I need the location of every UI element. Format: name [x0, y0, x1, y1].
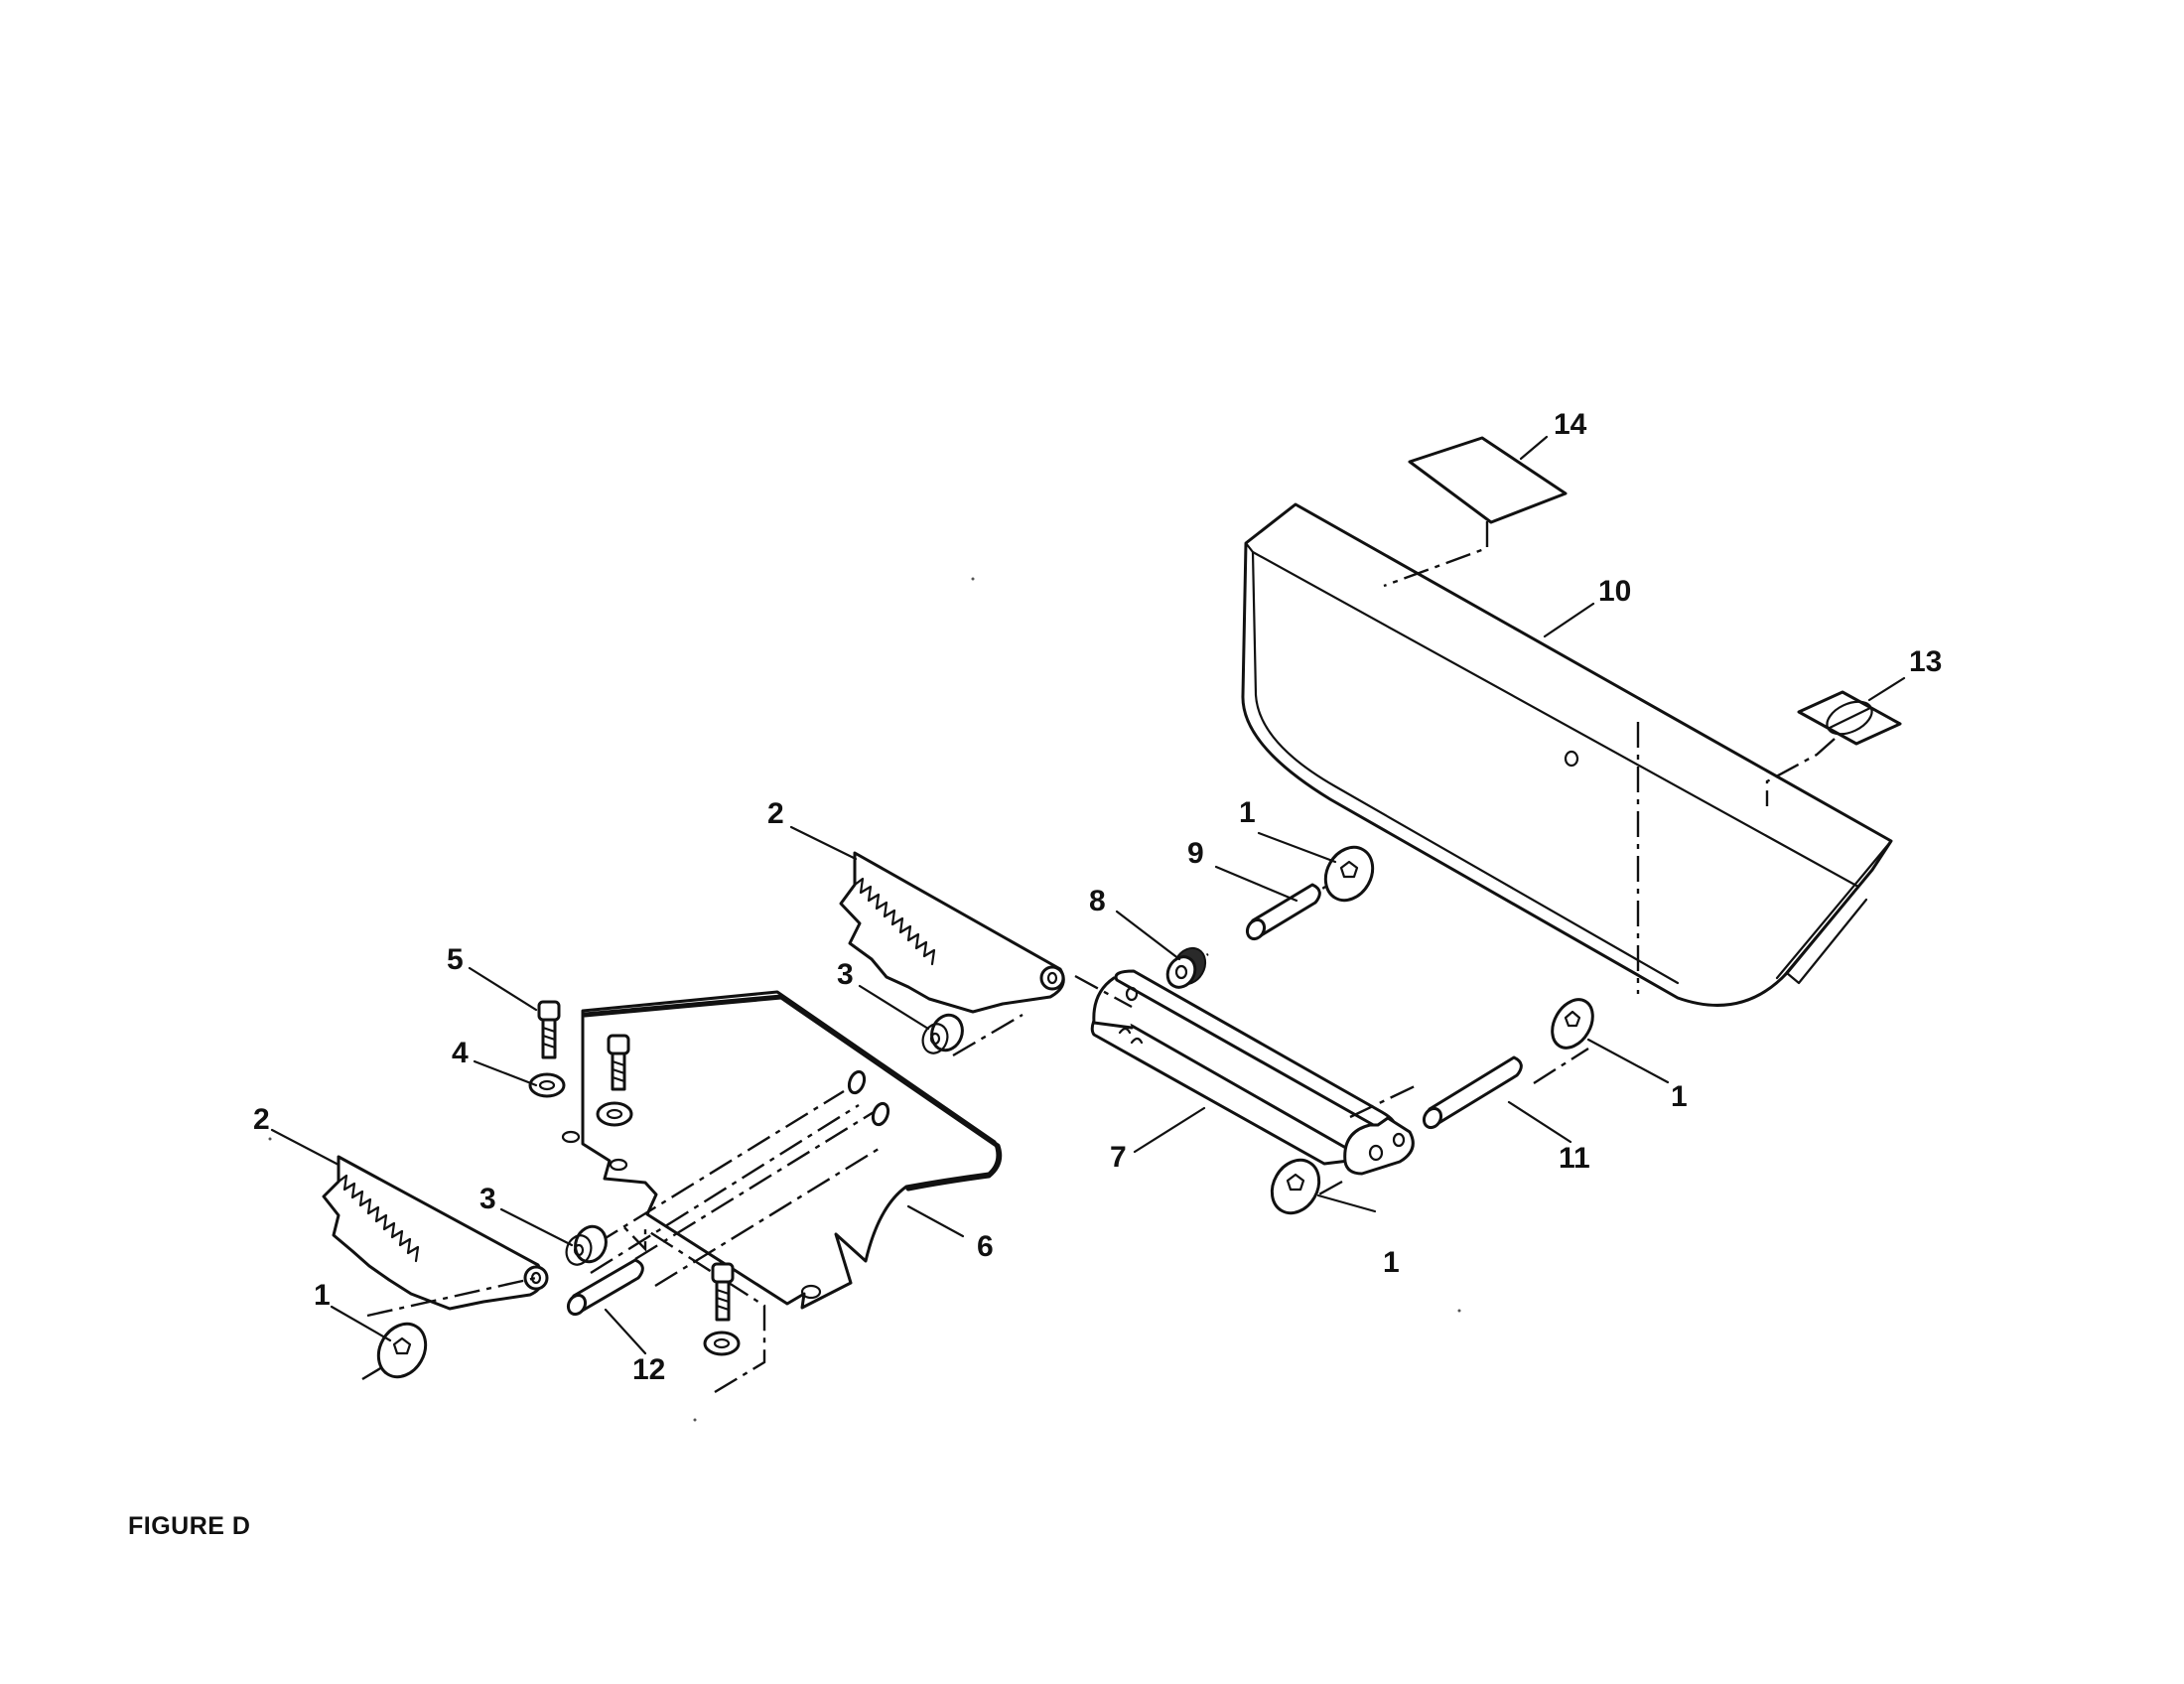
saw-blade-upper — [839, 851, 1065, 1014]
callout-13: 13 — [1909, 645, 1942, 678]
callout-1-right: 1 — [1671, 1080, 1688, 1113]
callout-numbers: 14 10 13 1 9 8 2 3 5 4 2 3 1 12 6 7 1 11… — [253, 408, 1942, 1386]
pin-9 — [1245, 883, 1321, 941]
callout-8: 8 — [1089, 885, 1106, 917]
scan-specks — [268, 577, 1461, 1422]
bracket-pin-hole-upper — [847, 1069, 867, 1095]
callout-1-center: 1 — [1383, 1246, 1400, 1279]
support-arm-7 — [1090, 969, 1415, 1176]
callout-6: 6 — [977, 1230, 994, 1263]
callout-9: 9 — [1187, 837, 1204, 870]
callout-1-left: 1 — [314, 1279, 331, 1312]
leader-lines — [270, 435, 1906, 1355]
pin-11 — [1422, 1055, 1523, 1130]
socket-screw-5-right — [607, 1034, 630, 1091]
spacer-3-lower — [565, 1224, 608, 1266]
callout-11: 11 — [1559, 1142, 1590, 1175]
figure-label: FIGURE D — [128, 1512, 251, 1540]
nut-8 — [1165, 946, 1207, 989]
callout-14: 14 — [1554, 408, 1587, 441]
callout-2-upper: 2 — [767, 797, 784, 830]
callout-3-lower: 3 — [479, 1183, 496, 1215]
spacer-3-upper — [921, 1013, 964, 1054]
lock-washer-4-lower — [703, 1331, 741, 1356]
star-washer-1-left — [376, 1322, 428, 1379]
lock-washer-4-left — [528, 1072, 566, 1098]
callout-7: 7 — [1110, 1141, 1127, 1174]
callout-10: 10 — [1598, 575, 1631, 608]
pin-12 — [566, 1258, 644, 1317]
blade-guard-housing — [1241, 502, 1893, 1007]
callout-12: 12 — [632, 1353, 665, 1386]
star-washer-1-center — [1270, 1158, 1321, 1215]
socket-screw-5-lower — [711, 1262, 735, 1322]
callout-4: 4 — [452, 1037, 469, 1069]
warning-label-14 — [1383, 436, 1568, 588]
callout-3-upper: 3 — [837, 958, 854, 991]
round-label-13 — [1765, 690, 1902, 806]
socket-screw-5-left — [537, 1000, 561, 1059]
star-washer-1-upper — [1323, 845, 1375, 903]
bracket-pin-hole-lower — [871, 1101, 890, 1127]
callout-2-lower: 2 — [253, 1103, 270, 1136]
saw-blade-lower — [322, 1155, 549, 1311]
star-washer-1-right — [1551, 998, 1594, 1050]
lock-washer-4-right — [596, 1101, 633, 1127]
callout-5: 5 — [447, 943, 464, 976]
callout-1-upper: 1 — [1239, 796, 1256, 829]
